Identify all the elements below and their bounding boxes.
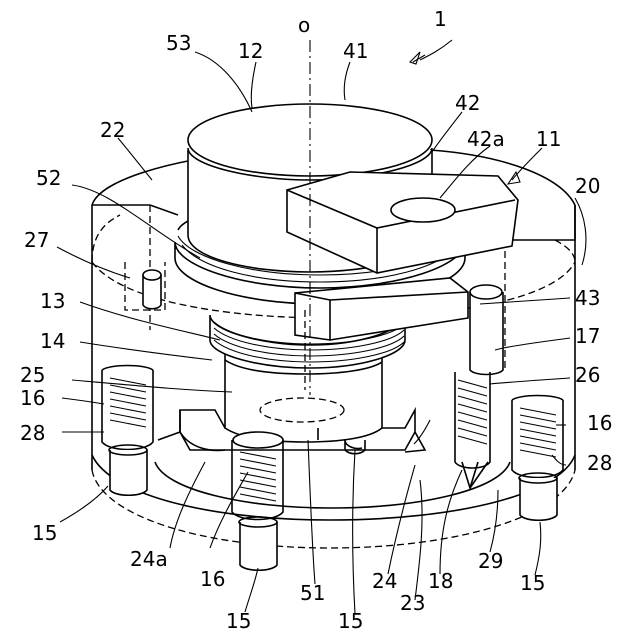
label-53: 53 <box>166 31 191 55</box>
label-16-bottom: 16 <box>200 567 225 591</box>
label-12: 12 <box>238 39 263 63</box>
label-22: 22 <box>100 118 125 142</box>
label-52: 52 <box>36 166 61 190</box>
label-20: 20 <box>575 174 600 198</box>
label-24: 24 <box>372 569 397 593</box>
label-23: 23 <box>400 591 425 615</box>
label-16-right: 16 <box>587 411 612 435</box>
arrow-1 <box>410 52 420 64</box>
label-17: 17 <box>575 324 600 348</box>
label-15-bottom: 15 <box>226 609 251 633</box>
label-42a: 42a <box>467 127 505 151</box>
label-42: 42 <box>455 91 480 115</box>
label-15-center: 15 <box>338 609 363 633</box>
left-post <box>125 262 165 310</box>
bolt-hole-42a <box>391 198 455 222</box>
axis-label-o: o <box>298 13 310 37</box>
label-41: 41 <box>343 39 368 63</box>
spring-unit-right <box>512 396 563 521</box>
label-28-left: 28 <box>20 421 45 445</box>
label-24a: 24a <box>130 547 168 571</box>
label-14: 14 <box>40 329 65 353</box>
label-15-left: 15 <box>32 521 57 545</box>
label-15-right: 15 <box>520 571 545 595</box>
label-13: 13 <box>40 289 65 313</box>
label-26: 26 <box>575 363 600 387</box>
label-51: 51 <box>300 581 325 605</box>
label-16-left: 16 <box>20 386 45 410</box>
label-29: 29 <box>478 549 503 573</box>
label-25: 25 <box>20 363 45 387</box>
label-27: 27 <box>24 228 49 252</box>
label-28-right: 28 <box>587 451 612 475</box>
label-18: 18 <box>428 569 453 593</box>
label-43: 43 <box>575 286 600 310</box>
label-11: 11 <box>536 127 561 151</box>
label-1: 1 <box>434 7 447 31</box>
housing-bottom-edge <box>92 470 575 548</box>
